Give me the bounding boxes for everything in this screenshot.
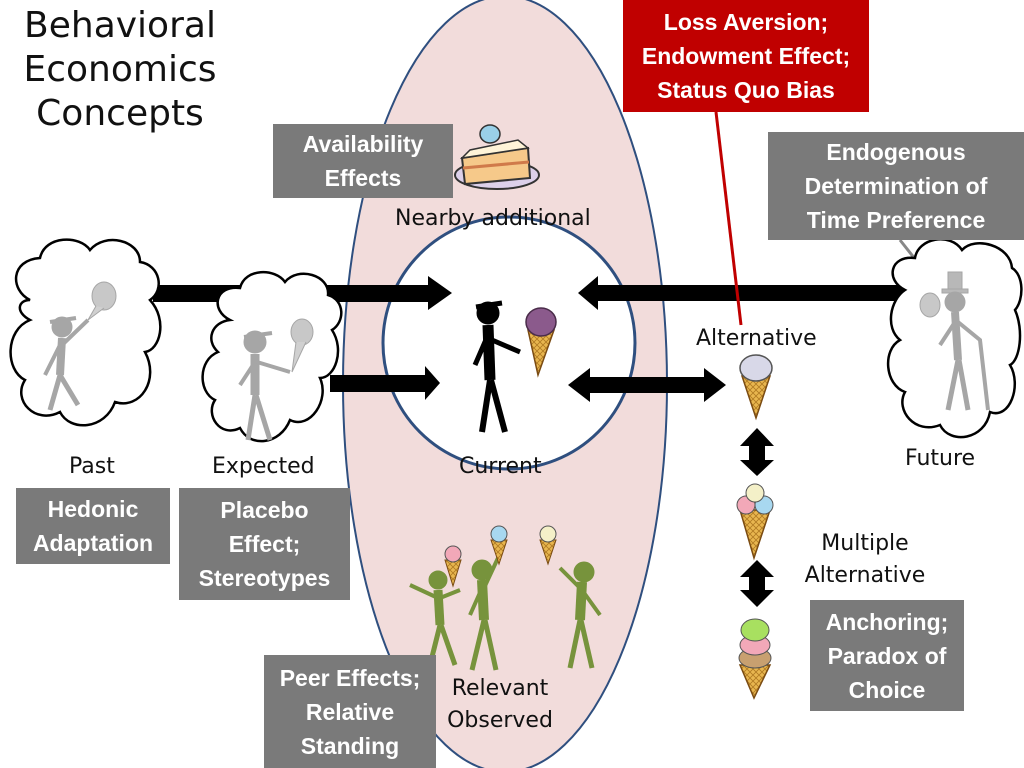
concept-line: Anchoring; (825, 608, 949, 635)
concept-box-hedonic-adaptation: Hedonic Adaptation (16, 488, 170, 564)
thought-cloud-icon (201, 270, 343, 443)
thought-cloud-icon (9, 238, 162, 427)
page-title: Behavioral Economics Concepts (10, 4, 230, 136)
concept-line: Paradox of (827, 642, 947, 669)
stick-figure-icon (558, 561, 602, 669)
concept-line: Standing (300, 732, 400, 759)
concept-box-peer-effects: Peer Effects; Relative Standing (264, 655, 436, 768)
label-line: Multiple (821, 531, 909, 556)
current-future-double-arrow (578, 276, 918, 310)
ice-cream-cone-icon (490, 525, 508, 566)
concept-line: Status Quo Bias (657, 77, 835, 103)
ice-cream-cone-icon (539, 525, 557, 566)
loss-aversion-pointer-line (714, 111, 743, 326)
label-relevant-observed: Relevant Observed (440, 673, 560, 737)
concept-line: Determination of (804, 173, 988, 199)
title-line: Concepts (36, 93, 204, 134)
concept-line: Endowment Effect; (641, 43, 851, 69)
expected-to-current-arrow (330, 366, 440, 400)
ice-cream-cone-icon (525, 307, 557, 378)
label-alternative: Alternative (696, 326, 817, 351)
label-line: Observed (447, 708, 553, 733)
label-line: Relevant (451, 676, 549, 701)
concept-box-placebo: Placebo Effect; Stereotypes (179, 488, 350, 600)
concept-box-loss-aversion: Loss Aversion; Endowment Effect; Status … (623, 0, 869, 112)
cake-slice-icon (454, 124, 540, 190)
concept-line: Time Preference (806, 207, 986, 233)
ice-cream-cone-icon (739, 354, 773, 421)
stick-figure-icon (472, 300, 521, 433)
concept-line: Adaptation (32, 530, 154, 556)
concept-line: Peer Effects; (279, 664, 421, 691)
current-circle (381, 215, 637, 471)
label-future: Future (905, 446, 976, 471)
concept-line: Availability (302, 131, 424, 157)
concept-line: Effect; (228, 531, 301, 557)
concept-line: Placebo (220, 497, 309, 523)
title-line: Economics (23, 49, 217, 90)
concept-line: Effects (324, 165, 402, 191)
ice-cream-cone-icon (738, 618, 772, 700)
concept-box-anchoring: Anchoring; Paradox of Choice (810, 600, 964, 711)
alternative-vertical-double-arrow-2 (740, 560, 774, 607)
concept-box-availability: Availability Effects (273, 124, 453, 198)
concept-line: Loss Aversion; (663, 9, 829, 35)
concept-line: Stereotypes (198, 565, 331, 591)
stick-figure-icon (43, 281, 117, 411)
concept-line: Hedonic (47, 496, 139, 522)
concept-box-time-preference: Endogenous Determination of Time Prefere… (768, 132, 1024, 240)
stick-figure-icon (468, 557, 500, 671)
label-line: Alternative (804, 563, 926, 588)
ice-cream-cone-icon (736, 483, 774, 561)
label-nearby-additional: Nearby additional (395, 206, 591, 231)
title-line: Behavioral (24, 5, 216, 46)
stick-figure-icon (919, 271, 990, 411)
concept-line: Endogenous (826, 139, 966, 165)
concept-line: Relative (305, 698, 395, 725)
label-multiple-alternative: Multiple Alternative (795, 528, 935, 592)
current-alternative-double-arrow (568, 368, 726, 402)
stick-figure-icon (238, 318, 314, 441)
alternative-vertical-double-arrow-1 (740, 428, 774, 476)
label-past: Past (69, 454, 115, 479)
label-current: Current (459, 454, 542, 479)
stick-figure-icon (409, 570, 461, 666)
ice-cream-cone-icon (444, 545, 462, 588)
label-expected: Expected (212, 454, 315, 479)
concept-line: Choice (848, 676, 926, 703)
